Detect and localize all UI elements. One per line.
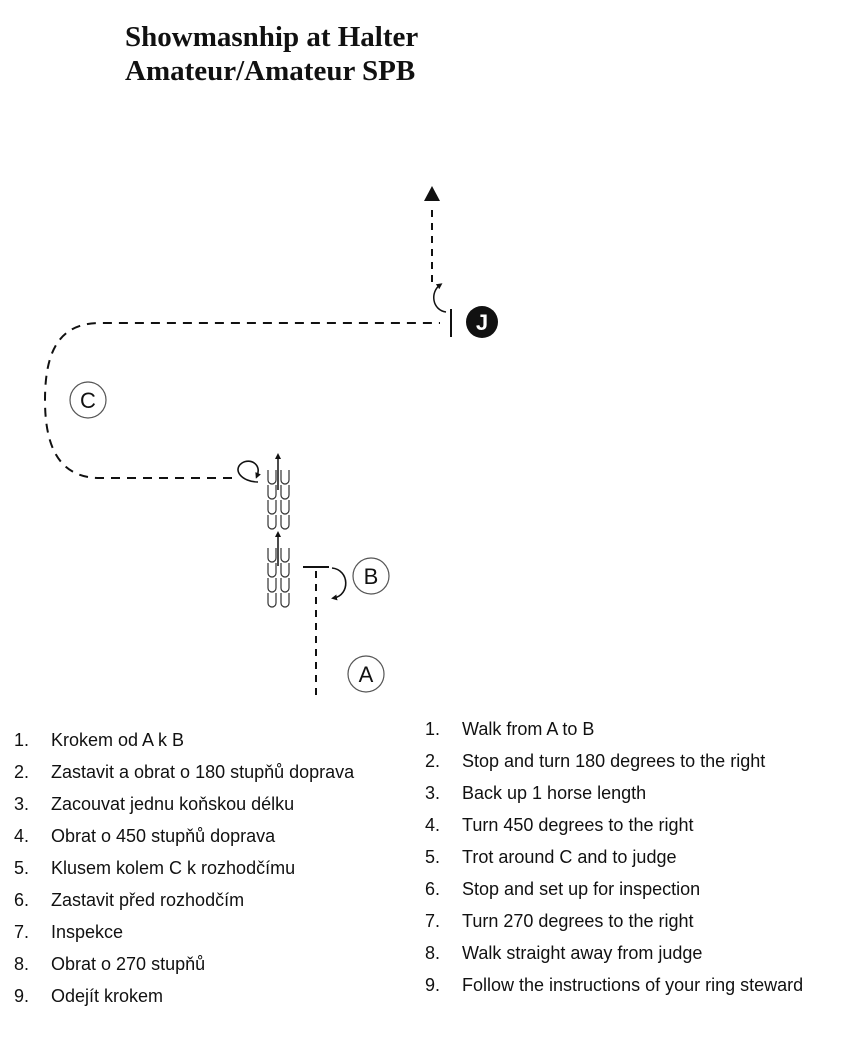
walk-away-arrowhead bbox=[424, 186, 440, 201]
step-number: 1. bbox=[425, 719, 441, 739]
marker-a-label: A bbox=[359, 662, 374, 687]
step-number: 6. bbox=[425, 879, 441, 899]
step-number: 9. bbox=[425, 975, 441, 995]
step-number: 3. bbox=[14, 794, 30, 814]
marker-c-label: C bbox=[80, 388, 96, 413]
step-number: 4. bbox=[425, 815, 441, 835]
step-number: 2. bbox=[14, 762, 30, 782]
step-text: Follow the instructions of your ring ste… bbox=[462, 975, 804, 995]
step-text: Zacouvat jednu koňskou délku bbox=[51, 794, 295, 814]
step-text: Obrat o 270 stupňů bbox=[51, 954, 206, 974]
step-number: 9. bbox=[14, 986, 30, 1006]
step-text: Walk from A to B bbox=[462, 719, 595, 739]
title-line-2: Amateur/Amateur SPB bbox=[125, 55, 416, 87]
trot-path-around-c bbox=[43, 322, 440, 479]
marker-c: C bbox=[69, 381, 107, 419]
turn-180-arrow bbox=[331, 567, 347, 601]
step-number: 7. bbox=[425, 911, 441, 931]
back-up-hoofprints-upper bbox=[267, 470, 290, 530]
pattern-diagram: J C B A bbox=[43, 186, 498, 695]
step-text: Walk straight away from judge bbox=[462, 943, 703, 963]
step-text: Turn 270 degrees to the right bbox=[462, 911, 694, 931]
step-text: Trot around C and to judge bbox=[462, 847, 677, 867]
step-number: 5. bbox=[14, 858, 30, 878]
title-line-1: Showmasnhip at Halter bbox=[125, 21, 419, 53]
step-text: Odejít krokem bbox=[51, 986, 164, 1006]
step-number: 4. bbox=[14, 826, 30, 846]
step-number: 5. bbox=[425, 847, 441, 867]
marker-b: B bbox=[352, 557, 390, 595]
step-number: 6. bbox=[14, 890, 30, 910]
step-number: 7. bbox=[14, 922, 30, 942]
step-number: 2. bbox=[425, 751, 441, 771]
step-text: Klusem kolem C k rozhodčímu bbox=[51, 858, 296, 878]
step-text: Krokem od A k B bbox=[51, 730, 185, 750]
step-text: Back up 1 horse length bbox=[462, 783, 647, 803]
step-number: 3. bbox=[425, 783, 441, 803]
marker-b-label: B bbox=[364, 564, 379, 589]
step-number: 8. bbox=[14, 954, 30, 974]
step-text: Zastavit a obrat o 180 stupňů doprava bbox=[51, 762, 355, 782]
step-number: 8. bbox=[425, 943, 441, 963]
judge-marker-label: J bbox=[476, 310, 488, 335]
turn-450-arrow bbox=[237, 460, 261, 483]
step-text: Obrat o 450 stupňů doprava bbox=[51, 826, 276, 846]
judge-marker: J bbox=[466, 306, 498, 338]
step-text: Turn 450 degrees to the right bbox=[462, 815, 694, 835]
turn-270-arrow bbox=[433, 283, 447, 313]
step-text: Stop and turn 180 degrees to the right bbox=[462, 751, 766, 771]
back-up-hoofprints bbox=[267, 548, 290, 608]
step-number: 1. bbox=[14, 730, 30, 750]
step-text: Stop and set up for inspection bbox=[462, 879, 701, 899]
pattern-title: Showmasnhip at Halter Amateur/Amateur SP… bbox=[125, 20, 418, 88]
step-text: Zastavit před rozhodčím bbox=[51, 890, 245, 910]
marker-a: A bbox=[347, 655, 385, 693]
step-text: Inspekce bbox=[51, 922, 124, 942]
